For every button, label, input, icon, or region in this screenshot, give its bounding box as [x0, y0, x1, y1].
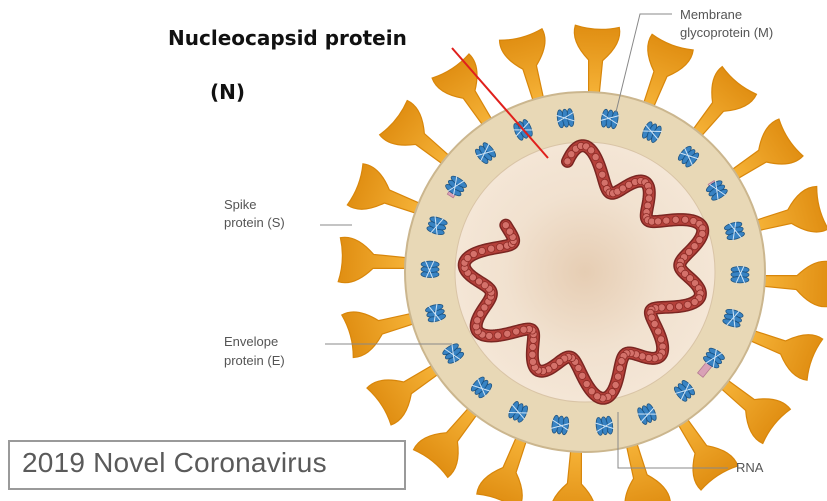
rna-bead — [682, 216, 689, 223]
rna-bead — [657, 336, 664, 343]
rna-bead — [486, 332, 493, 339]
rna-bead — [666, 304, 673, 311]
rna-bead — [599, 171, 606, 178]
rna-bead — [645, 354, 652, 361]
rna-label: RNA — [736, 459, 763, 476]
rna-bead — [654, 218, 661, 225]
spike-protein — [571, 25, 620, 101]
rna-bead — [488, 245, 495, 252]
rna-bead — [651, 320, 658, 327]
membrane-protein — [421, 260, 439, 278]
rna-bead — [645, 195, 652, 202]
caption-text: 2019 Novel Coronavirus — [22, 447, 327, 479]
rna-bead — [696, 236, 703, 243]
rna-bead — [494, 332, 501, 339]
rna-bead — [646, 188, 653, 195]
rna-bead — [675, 303, 682, 310]
spike-protein — [756, 258, 827, 307]
rna-bead — [583, 380, 590, 387]
rna-bead — [616, 365, 623, 372]
rna-bead — [529, 343, 536, 350]
rna-bead — [496, 244, 503, 251]
membrane-label-line1: Membrane — [680, 6, 742, 23]
rna-bead — [564, 158, 571, 165]
rna-bead — [691, 243, 698, 250]
rna-bead — [588, 147, 595, 154]
rna-bead — [612, 381, 619, 388]
rna-bead — [529, 358, 536, 365]
rna-bead — [663, 217, 670, 224]
rna-bead — [672, 216, 679, 223]
rna-bead — [513, 328, 520, 335]
rna-bead — [504, 330, 511, 337]
membrane-label-line2: glycoprotein (M) — [680, 24, 773, 41]
rna-bead — [506, 228, 513, 235]
membrane-protein — [731, 266, 749, 284]
rna-bead — [684, 301, 691, 308]
rna-bead — [474, 317, 481, 324]
rna-bead — [470, 250, 477, 257]
rna-bead — [520, 326, 527, 333]
spike-label-line2: protein (S) — [224, 214, 285, 231]
rna-bead — [614, 373, 621, 380]
rna-bead — [655, 328, 662, 335]
spike-protein — [338, 237, 414, 286]
rna-bead — [477, 310, 484, 317]
rna-bead — [478, 247, 485, 254]
rna-bead — [618, 358, 625, 365]
rna-bead — [596, 162, 603, 169]
rna-bead — [529, 351, 536, 358]
nucleocapsid-abbrev: (N) — [210, 80, 245, 104]
rna-bead — [644, 202, 651, 209]
nucleocapsid-label: Nucleocapsid protein — [168, 26, 407, 50]
spike-label-line1: Spike — [224, 196, 257, 213]
rna-bead — [691, 298, 698, 305]
envelope-label-line1: Envelope — [224, 333, 278, 350]
envelope-label-line2: protein (E) — [224, 352, 285, 369]
rna-bead — [579, 372, 586, 379]
rna-bead — [588, 388, 595, 395]
rna-bead — [502, 222, 509, 229]
rna-bead — [592, 154, 599, 161]
